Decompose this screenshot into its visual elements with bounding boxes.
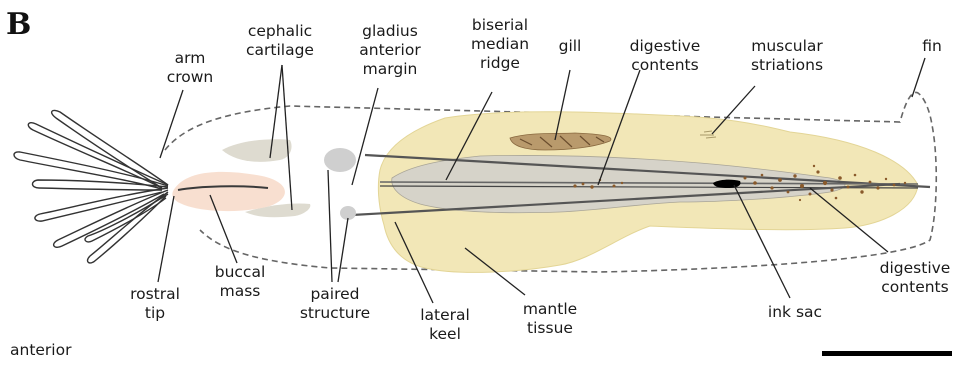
buccal-mass <box>172 172 285 211</box>
arm-crown <box>14 110 168 263</box>
cephalic-cartilage-upper <box>222 139 292 162</box>
leader-paired-upper <box>328 170 332 282</box>
paired-structure-lower <box>340 206 356 220</box>
panel-label: B <box>6 8 31 42</box>
leader-gladius-margin <box>352 88 378 185</box>
leader-paired-lower <box>338 218 348 282</box>
scale-bar <box>822 351 952 356</box>
label-ink-sac: ink sac <box>755 303 835 322</box>
paired-structure-upper <box>324 148 356 172</box>
leader-rostral-tip <box>158 196 174 282</box>
label-fin: fin <box>912 37 952 56</box>
leader-fin <box>912 58 925 97</box>
leader-arm-crown <box>160 90 183 158</box>
label-orientation-anterior: anterior <box>10 341 71 360</box>
label-gill: gill <box>550 37 590 56</box>
